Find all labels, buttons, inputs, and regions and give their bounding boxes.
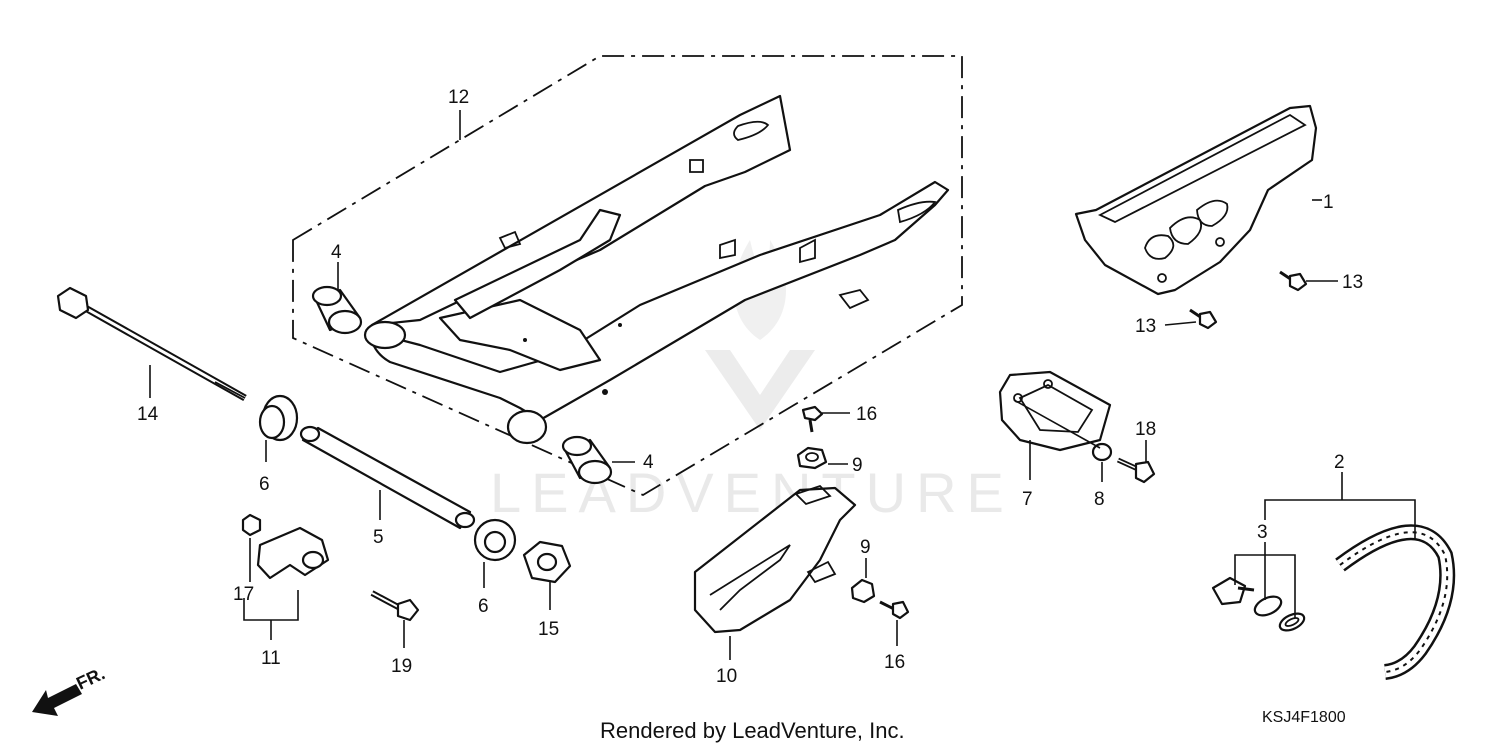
- rendered-by-credit: Rendered by LeadVenture, Inc.: [600, 718, 905, 743]
- watermark-text: LEADVENTURE: [490, 461, 1014, 524]
- collar-lower[interactable]: [561, 435, 613, 485]
- callout-16-upper: 16: [856, 404, 877, 425]
- screw-16-upper[interactable]: [801, 405, 824, 433]
- callout-6-left: 6: [259, 474, 270, 495]
- bolt-18[interactable]: [1116, 457, 1156, 484]
- dust-seal-right[interactable]: [473, 518, 517, 562]
- chain-case-bolt-left[interactable]: [1189, 308, 1218, 330]
- callout-13-left: 13: [1135, 316, 1156, 337]
- chain-case[interactable]: [1074, 104, 1318, 296]
- callout-4-lower: 4: [643, 452, 654, 473]
- diagram-code: KSJ4F1800: [1262, 709, 1346, 726]
- swingarm-assembly-outline: [292, 55, 963, 497]
- callout-18: 18: [1135, 419, 1156, 440]
- callout-9-lower: 9: [860, 537, 871, 558]
- chain-case-bolt-right[interactable]: [1279, 270, 1308, 292]
- callout-1: 1: [1323, 192, 1334, 213]
- callout-5: 5: [373, 527, 384, 548]
- swingarm[interactable]: [363, 94, 950, 445]
- adjuster-bracket[interactable]: [256, 526, 330, 580]
- callout-17: 17: [233, 584, 254, 605]
- callout-11: 11: [261, 648, 281, 669]
- pivot-collar[interactable]: [299, 425, 476, 530]
- collar-9-upper[interactable]: [796, 446, 828, 470]
- leader-lines: [149, 110, 1416, 660]
- callout-8: 8: [1094, 489, 1105, 510]
- chain-side-plate[interactable]: [1252, 593, 1284, 619]
- callout-10: 10: [716, 666, 737, 687]
- bracket-nut[interactable]: [241, 513, 262, 537]
- front-arrow-icon: [32, 684, 82, 716]
- chain-clip[interactable]: [1277, 610, 1306, 634]
- flange-bolt-19[interactable]: [370, 590, 420, 622]
- screw-16-lower[interactable]: [879, 600, 910, 620]
- callout-2: 2: [1334, 452, 1345, 473]
- callout-9-upper: 9: [852, 455, 863, 476]
- pivot-nut[interactable]: [522, 540, 572, 584]
- chain-guide-plate[interactable]: [998, 370, 1112, 452]
- callout-13-right: 13: [1342, 272, 1363, 293]
- dust-seal-left[interactable]: [258, 394, 299, 442]
- callout-7: 7: [1022, 489, 1033, 510]
- collar-upper[interactable]: [311, 285, 363, 335]
- callout-6-right: 6: [478, 596, 489, 617]
- pivot-bolt[interactable]: [56, 286, 247, 402]
- chain-joint-link[interactable]: [1211, 576, 1255, 606]
- callout-12: 12: [448, 87, 469, 108]
- washer-8[interactable]: [1091, 442, 1113, 462]
- collar-9-lower[interactable]: [850, 578, 876, 604]
- chain-slider[interactable]: [693, 484, 857, 634]
- drive-chain[interactable]: [1335, 524, 1456, 680]
- callout-14: 14: [137, 404, 159, 425]
- callout-16-lower: 16: [884, 652, 905, 673]
- callout-15: 15: [538, 619, 559, 640]
- callout-4-upper: 4: [331, 242, 342, 263]
- front-direction-marker: FR.: [32, 663, 108, 716]
- callout-19: 19: [391, 656, 412, 677]
- callout-3: 3: [1257, 522, 1268, 543]
